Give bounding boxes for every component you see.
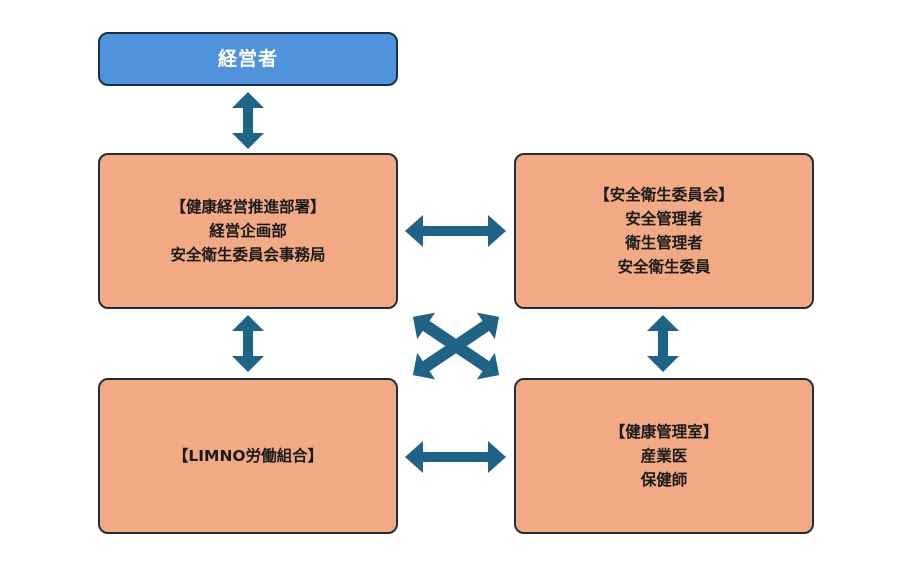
arrow-management-health-promotion (232, 92, 264, 149)
health-office-line: 産業医 (640, 447, 688, 465)
safety-committee-line: 衛生管理者 (625, 234, 703, 252)
health-promotion-department-box: 【健康経営推進部署】 経営企画部 安全衛生委員会事務局 (98, 153, 398, 309)
health-promotion-title: 【健康経営推進部署】 (170, 198, 326, 216)
health-promotion-line: 経営企画部 (209, 222, 287, 240)
arrow-safety-committee-health-office (647, 315, 679, 372)
arrow-diagonal-safety-committee-union (412, 312, 500, 380)
safety-committee-box: 【安全衛生委員会】 安全管理者 衛生管理者 安全衛生委員 (514, 153, 814, 309)
health-office-title: 【健康管理室】 (609, 423, 719, 441)
arrow-health-promotion-union (232, 315, 264, 372)
health-office-box: 【健康管理室】 産業医 保健師 (514, 378, 814, 534)
arrow-union-health-office (405, 441, 506, 473)
management-box: 経営者 (98, 32, 398, 86)
safety-committee-title: 【安全衛生委員会】 (594, 186, 734, 204)
safety-committee-line: 安全衛生委員 (617, 258, 711, 276)
arrow-health-promotion-safety-committee (405, 215, 506, 247)
labor-union-title: 【LIMNO労働組合】 (172, 447, 324, 465)
safety-committee-line: 安全管理者 (625, 210, 703, 228)
management-label: 経営者 (217, 48, 278, 70)
health-promotion-line: 安全衛生委員会事務局 (170, 246, 326, 264)
health-office-line: 保健師 (640, 471, 688, 489)
labor-union-box: 【LIMNO労働組合】 (98, 378, 398, 534)
